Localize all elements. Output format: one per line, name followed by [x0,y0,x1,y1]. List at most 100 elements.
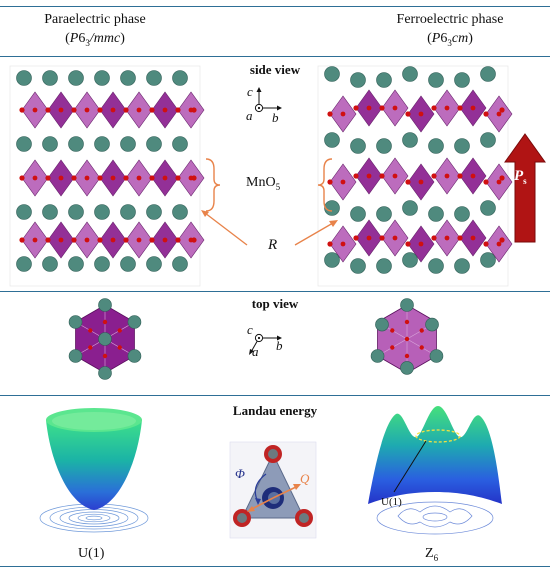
r-atom [370,349,385,363]
oxygen-atom [353,105,359,111]
r-atom [172,204,188,220]
oxygen-atom [58,107,64,113]
oxygen-atom [340,111,346,117]
r-atom [68,70,84,86]
oxygen-atom [418,111,424,117]
oxygen-atom [340,179,346,185]
oxygen-atom [123,237,129,243]
oxygen-atom [366,105,372,111]
oxygen-atom [499,175,505,181]
top-view-rule [0,395,550,396]
oxygen-atom [470,105,476,111]
phi-label: Φ [235,466,245,481]
r-atom [146,136,162,152]
oxygen-atom [470,235,476,241]
r-atom [16,136,32,152]
oxygen-atom [32,107,38,113]
r-atom [324,66,340,82]
r-atom [350,258,366,274]
oxygen-atom [110,107,116,113]
oxygen-atom [123,107,129,113]
r-atom [428,206,444,222]
oxygen-atom [457,235,463,241]
r-atom [42,70,58,86]
oxygen-atom [136,237,142,243]
r-atom [146,70,162,86]
oxygen-atom [405,241,411,247]
r-atom [146,256,162,272]
oxygen-atom [327,179,333,185]
r-atom [146,204,162,220]
q-label: Q [300,471,310,486]
oxygen-atom [419,328,424,333]
paraelectric-space-group: (P63/mmc) [65,31,125,48]
oxygen-atom [431,173,437,179]
r-atom-arrows [201,210,338,246]
oxygen-atom [191,175,197,181]
oxygen-atom [496,111,502,117]
r-atom [454,72,470,88]
oxygen-atom [45,175,51,181]
oxygen-atom [32,237,38,243]
r-atom [400,298,414,312]
oxygen-atom [102,319,108,325]
oxygen-atom [149,237,155,243]
r-atom [428,72,444,88]
r-atom [429,349,444,363]
oxygen-atom [84,175,90,181]
top-axis-b-label: b [276,338,283,353]
side-axis-c-label: c [247,84,253,99]
oxygen-atom [88,345,93,350]
r-atom [480,252,496,268]
oxygen-atom [353,235,359,241]
r-atom [16,256,32,272]
r-atom [42,136,58,152]
oxygen-atom [175,175,181,181]
r-atom [42,204,58,220]
oxygen-atom [19,107,25,113]
side-view-rule [0,291,550,292]
side-axis-b-label: b [272,110,279,125]
oxygen-atom [340,241,346,247]
z6-caption: Z6 [425,546,439,563]
r-atom [94,204,110,220]
left-polyhedra-layer-1 [16,70,205,272]
oxygen-atom [379,173,385,179]
r-atom [400,361,414,375]
oxygen-atom [457,173,463,179]
bottom-rule [0,566,550,567]
r-atom [172,136,188,152]
oxygen-atom [32,175,38,181]
r-atom [376,206,392,222]
oxygen-atom [162,175,168,181]
oxygen-atom [117,328,122,333]
oxygen-atom [418,241,424,247]
z6-energy-surface [368,406,502,535]
landau-energy-title: Landau energy [232,403,318,418]
r-atom [98,366,112,380]
r-atom [376,138,392,154]
oxygen-atom [431,105,437,111]
r-label: R [268,237,278,253]
oxygen-atom [418,179,424,185]
oxygen-atom [404,336,410,342]
oxygen-atom [97,237,103,243]
oxygen-atom [149,175,155,181]
top-axis-a-label: a [252,344,259,359]
oxygen-atom [405,111,411,117]
oxygen-atom [327,241,333,247]
r-atom [324,252,340,268]
r-atom [454,206,470,222]
r-atom [42,256,58,272]
mno5-brackets [205,158,333,212]
oxygen-atom [404,319,410,325]
side-view-axis-triad [254,87,282,113]
oxygen-atom [457,105,463,111]
r-atom [480,200,496,216]
oxygen-atom [19,237,25,243]
oxygen-atom [117,345,122,350]
oxygen-atom [71,237,77,243]
r-atom [98,298,112,312]
u1-energy-surface [39,408,149,533]
r-atom [68,315,83,329]
